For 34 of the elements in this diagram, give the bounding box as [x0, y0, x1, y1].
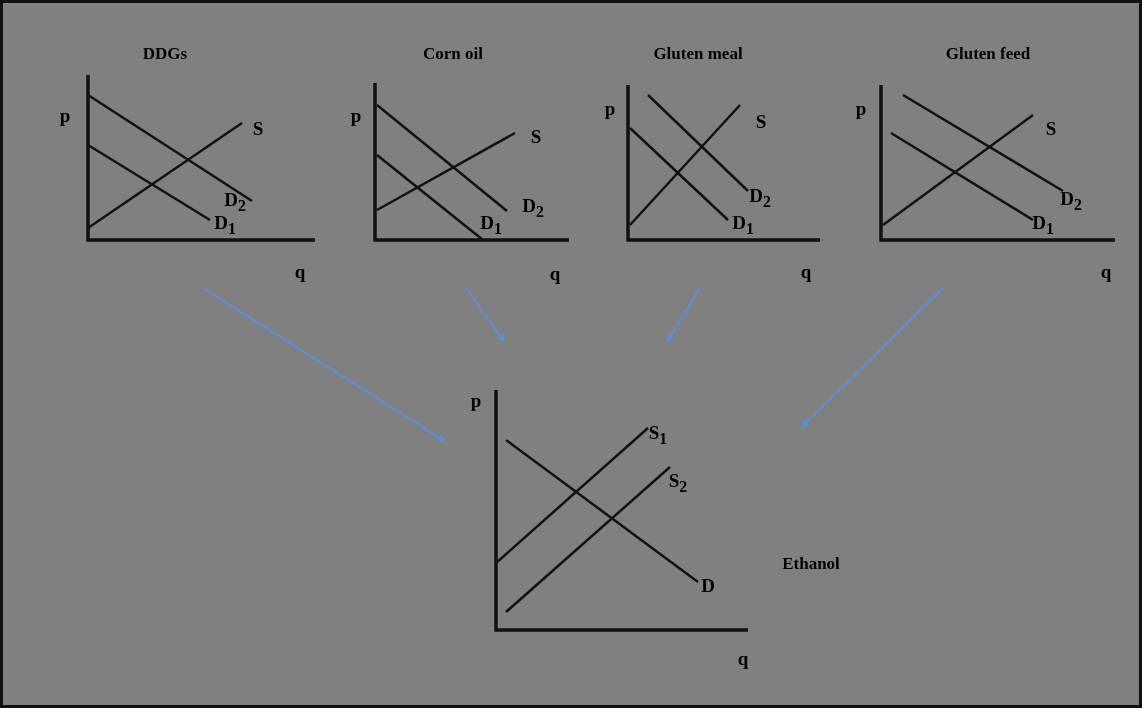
curve-label: D$_{2}$: [522, 196, 544, 220]
curve-label: D$_{1}$: [1032, 213, 1054, 237]
curve-label: S: [530, 126, 542, 146]
axis-label: q: [549, 263, 561, 283]
arrow: [465, 287, 506, 343]
axis-label: q: [294, 261, 306, 281]
curve-label: D$_{1}$: [480, 213, 502, 237]
curve-label: S: [755, 111, 767, 131]
chart-title: Gluten feed: [945, 44, 1031, 62]
arrow: [800, 287, 944, 429]
chart-title: Ethanol: [782, 554, 840, 572]
curve-label: S$_{2}$: [668, 471, 688, 495]
curve-label: D$_{2}$: [224, 190, 246, 214]
chart-title: Gluten meal: [653, 44, 743, 62]
chart-title: Corn oil: [423, 44, 483, 62]
curve-label: D$_{2}$: [1060, 189, 1082, 213]
axis-label: p: [350, 105, 362, 125]
curve-label: D$_{1}$: [214, 213, 236, 237]
curve-label: D$_{2}$: [749, 186, 771, 210]
curve-label: D: [701, 575, 715, 595]
chart-title: DDGs: [142, 44, 188, 62]
curve-label: D$_{1}$: [732, 213, 754, 237]
arrow: [202, 287, 446, 442]
curve-label: S$_{1}$: [648, 423, 668, 447]
axis-label: q: [737, 648, 749, 668]
axis-label: q: [800, 261, 812, 281]
axis-label: p: [59, 105, 71, 125]
axis-label: q: [1100, 261, 1112, 281]
arrow: [666, 287, 701, 343]
axis-label: p: [470, 390, 482, 410]
curve-label: S: [252, 118, 264, 138]
axis-label: p: [855, 98, 867, 118]
axis-label: p: [604, 98, 616, 118]
curve-label: S: [1045, 118, 1057, 138]
